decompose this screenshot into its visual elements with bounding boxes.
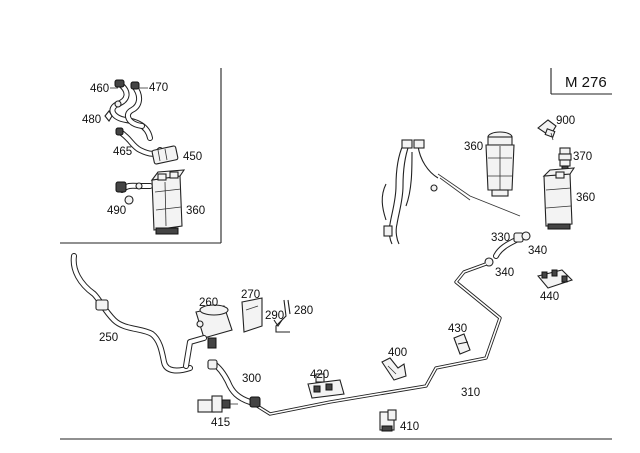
valve-900 <box>537 119 557 141</box>
callout-280: 280 <box>294 305 313 317</box>
callout-300: 300 <box>242 373 261 385</box>
inset-valve-450 <box>151 145 179 165</box>
callout-270: 270 <box>241 289 260 301</box>
fuel-line-310 <box>253 262 502 416</box>
inset-sensor-490 <box>115 181 153 205</box>
callout-340b: 340 <box>495 267 514 279</box>
callout-400: 400 <box>388 347 407 359</box>
sensor-415 <box>197 395 238 413</box>
callout-470: 470 <box>149 82 168 94</box>
clip-400 <box>381 357 407 381</box>
clip-430 <box>453 333 471 355</box>
callout-480: 480 <box>82 114 101 126</box>
callout-360-right: 360 <box>576 192 595 204</box>
canister-360-left <box>485 131 515 197</box>
callout-440: 440 <box>540 291 559 303</box>
callout-415: 415 <box>211 417 230 429</box>
sensor-370 <box>558 147 572 171</box>
callout-450: 450 <box>183 151 202 163</box>
callout-430: 430 <box>448 323 467 335</box>
callout-250: 250 <box>99 332 118 344</box>
canister-360-right <box>542 167 576 230</box>
inset-hose-assembly <box>109 79 153 141</box>
callout-330: 330 <box>491 232 510 244</box>
hose-330 <box>493 232 524 259</box>
callout-310: 310 <box>461 387 480 399</box>
vent-line-harness <box>381 139 521 245</box>
callout-340a: 340 <box>528 245 547 257</box>
callout-420: 420 <box>310 369 329 381</box>
valve-260 <box>183 304 233 369</box>
callout-460: 460 <box>90 83 109 95</box>
callout-410: 410 <box>400 421 419 433</box>
callout-490: 490 <box>107 205 126 217</box>
callout-260: 260 <box>199 297 218 309</box>
inset-clip-480 <box>104 110 113 122</box>
clip-340a <box>521 231 531 241</box>
bracket-280 <box>275 299 291 333</box>
inset-canister-360 <box>150 169 186 235</box>
callout-465: 465 <box>113 146 132 158</box>
callout-370: 370 <box>573 151 592 163</box>
hose-300 <box>207 359 261 408</box>
inset-frame <box>60 68 222 244</box>
clip-340b <box>484 257 494 267</box>
callout-900: 900 <box>556 115 575 127</box>
bracket-420 <box>307 373 345 399</box>
callout-290: 290 <box>265 310 284 322</box>
model-box <box>550 68 612 95</box>
model-label: M 276 <box>565 74 607 91</box>
callout-360-left: 360 <box>464 141 483 153</box>
bracket-440 <box>537 269 574 289</box>
callout-360-inset: 360 <box>186 205 205 217</box>
cover-270 <box>241 297 263 333</box>
hose-250 <box>70 253 193 374</box>
bracket-410 <box>379 409 397 432</box>
